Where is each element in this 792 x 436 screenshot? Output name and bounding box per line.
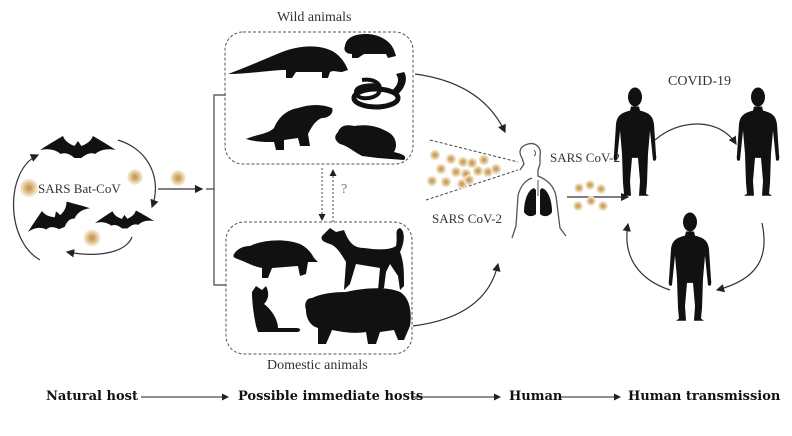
virus-particle-icon <box>440 176 452 188</box>
pig-icon <box>233 240 318 278</box>
sars-cov-2-emitted-label: SARS CoV-2 <box>550 150 620 165</box>
sars-bat-cov-label: SARS Bat-CoV <box>38 181 121 196</box>
person-icon <box>668 212 712 321</box>
cycle-arrow <box>117 139 159 209</box>
virus-particle-icon <box>585 180 595 190</box>
pangolin-icon <box>228 46 348 78</box>
virus-particle-icon <box>478 154 490 166</box>
covid-19-title: COVID-19 <box>668 74 731 89</box>
yak-icon <box>305 288 411 344</box>
natural-host-cycle <box>12 136 159 261</box>
virus-particle-icon <box>586 196 596 206</box>
transmission-arrow <box>654 123 737 146</box>
person-icon <box>736 87 780 196</box>
virus-particle-icon <box>83 229 101 247</box>
cycle-arrow <box>12 154 41 261</box>
person-icon <box>613 87 657 196</box>
sars-cov-2-inhaled-label: SARS CoV-2 <box>432 211 502 226</box>
virus-particle-icon <box>574 183 584 193</box>
virus-particle-icon <box>463 174 475 186</box>
virus-particle-icon <box>426 175 438 187</box>
wild-animal-silhouettes <box>228 34 406 160</box>
civet-icon <box>335 125 406 160</box>
virus-particle-icon <box>472 165 484 177</box>
stage-natural-host: Natural host <box>46 389 138 404</box>
turtle-icon <box>344 34 396 58</box>
question-mark-label: ? <box>341 182 348 197</box>
bat-icon <box>23 194 93 240</box>
virus-particle-icon <box>490 163 502 175</box>
virus-particle-icon <box>457 156 469 168</box>
wild-animals-title: Wild animals <box>277 10 352 25</box>
human-outline-icon <box>511 142 567 239</box>
wild-animals-box <box>224 31 414 165</box>
virus-cluster-emitted <box>573 180 608 211</box>
virus-particle-icon <box>170 170 186 186</box>
virus-particle-icon <box>598 201 608 211</box>
hosts-bracket <box>206 94 226 286</box>
virus-particle-icon <box>596 184 606 194</box>
cycle-arrow <box>65 236 133 258</box>
virus-particle-icon <box>429 149 441 161</box>
domestic-to-human-arrow <box>412 262 501 327</box>
virus-particle-icon <box>127 169 143 185</box>
virus-particle-icon <box>435 163 447 175</box>
stage-human-transmission: Human transmission <box>628 389 781 404</box>
snake-icon <box>351 72 406 110</box>
transmission-arrow <box>715 222 765 293</box>
domestic-animal-silhouettes <box>233 228 411 344</box>
bat-icon <box>94 209 155 230</box>
virus-particle-icon <box>450 166 462 178</box>
domestic-animals-title: Domestic animals <box>267 358 368 373</box>
dog-icon <box>321 228 404 290</box>
stage-possible-immediate-hosts: Possible immediate hosts <box>238 389 424 404</box>
bat-icon <box>40 136 116 158</box>
virus-cluster-inhaled <box>426 149 502 190</box>
transmission-arrow <box>622 222 671 291</box>
virus-particle-icon <box>445 153 457 165</box>
domestic-animals-box <box>225 221 413 355</box>
stage-human: Human <box>509 389 563 404</box>
cat-icon <box>252 286 301 332</box>
wild-to-human-arrow <box>414 73 506 134</box>
virus-particle-icon <box>573 201 583 211</box>
ferret-badger-icon <box>246 105 333 150</box>
inhalation-cone <box>425 139 519 201</box>
virus-particle-icon <box>19 178 39 198</box>
